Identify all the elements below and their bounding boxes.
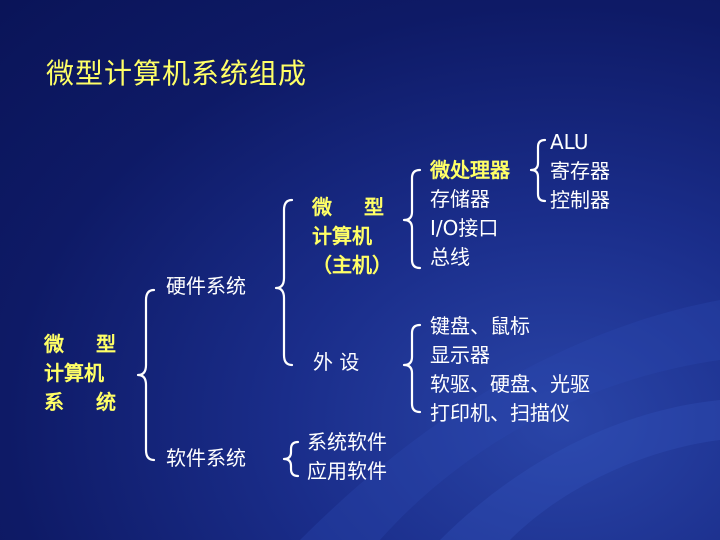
peripheral-item: 键盘、鼠标 [430,314,530,338]
hardware-brace [274,198,294,367]
cpu-part-alu: ALU [550,130,589,154]
peripheral-label: 外 设 [313,350,360,374]
host-line-2: 计算机 [312,224,372,248]
cpu-part-register: 寄存器 [550,159,610,183]
host-char-2: 型 [364,195,384,219]
host-part-cpu: 微处理器 [430,158,510,182]
host-part-memory: 存储器 [430,187,490,211]
root-char-1: 微 [44,332,64,356]
peripheral-item: 打印机、扫描仪 [430,401,570,425]
software-brace [282,440,300,478]
root-brace [136,288,156,462]
host-line-3: （主机） [312,253,392,277]
peripheral-brace [402,323,422,414]
software-item: 系统软件 [307,430,387,454]
page-title: 微型计算机系统组成 [46,57,308,90]
software-system-label: 软件系统 [166,446,246,470]
root-char-3: 系 [44,390,64,414]
peripheral-item: 显示器 [430,343,490,367]
host-part-bus: 总线 [430,245,470,269]
root-line-2: 计算机 [44,361,104,385]
peripheral-item: 软驱、硬盘、光驱 [430,372,590,396]
cpu-part-controller: 控制器 [550,188,610,212]
root-node: 微 型 计算机 系 统 [44,330,116,417]
root-char-4: 统 [96,390,116,414]
host-brace [402,168,422,270]
root-char-2: 型 [96,332,116,356]
software-item: 应用软件 [307,459,387,483]
cpu-brace [529,138,547,203]
hardware-system-label: 硬件系统 [166,274,246,298]
host-part-io: I/O接口 [430,216,499,240]
host-node: 微 型 计算机 （主机） [312,193,392,280]
host-char-1: 微 [312,195,332,219]
